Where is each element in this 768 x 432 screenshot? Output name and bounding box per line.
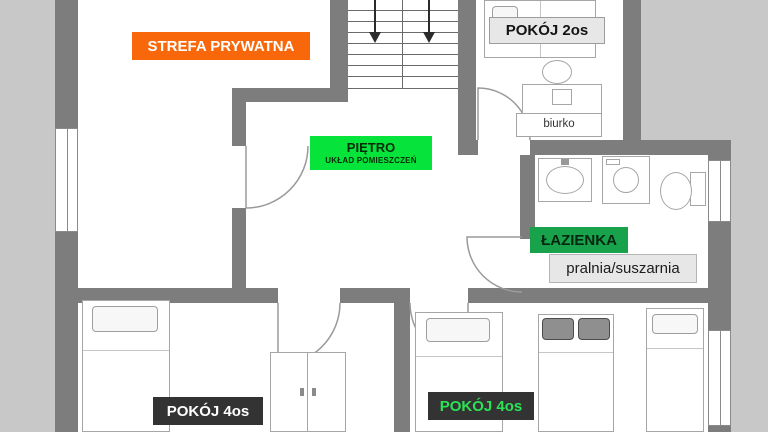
window-right-lower: [708, 330, 731, 426]
wall-top-mid-left: [458, 140, 478, 155]
pillow: [578, 318, 610, 340]
pillow: [542, 318, 574, 340]
wall-stairs-right: [458, 0, 476, 155]
label-strefa-prywatna: STREFA PRYWATNA: [132, 32, 310, 60]
stair-tread: [348, 76, 458, 77]
washer-drum: [613, 167, 639, 193]
stair-arrow-shaft: [428, 0, 430, 33]
stair-tread: [348, 21, 458, 22]
desk-monitor: [552, 89, 572, 105]
blanket-fold: [539, 352, 613, 353]
stair-tread: [348, 32, 458, 33]
wardrobe: [270, 352, 346, 432]
desk-chair: [542, 60, 572, 84]
toilet-tank: [690, 172, 706, 206]
badge-pietro-title: PIĘTRO: [346, 139, 396, 155]
stair-down-arrow-icon: [369, 32, 381, 43]
badge-pietro: PIĘTRO UKŁAD POMIESZCZEŃ: [310, 136, 432, 170]
wall-mid-left: [55, 288, 278, 303]
window-pane: [719, 161, 721, 221]
wardrobe-divider: [307, 353, 308, 431]
label-lazienka: ŁAZIENKA: [530, 227, 628, 253]
door-arc-private-zone: [245, 145, 309, 209]
window-pane: [719, 331, 721, 425]
stair-tread: [348, 43, 458, 44]
window-pane: [66, 129, 68, 231]
label-pokoj-4os-left: POKÓJ 4os: [153, 397, 263, 425]
sink-faucet: [561, 159, 569, 165]
staircase: [348, 0, 458, 92]
blanket-fold: [647, 348, 703, 349]
window-left: [55, 128, 78, 232]
door-arc-bathroom: [466, 236, 523, 293]
badge-pietro-subtitle: UKŁAD POMIESZCZEŃ: [325, 155, 417, 165]
exterior-notch: [641, 0, 731, 140]
pillow: [92, 306, 158, 332]
stair-tread: [348, 10, 458, 11]
blanket-fold: [83, 350, 169, 351]
sink-basin: [546, 166, 584, 194]
stair-arrow-shaft: [374, 0, 376, 33]
wall-private-door-jamb-top: [232, 88, 246, 146]
wall-private-room-bottom: [232, 88, 348, 102]
pillow: [652, 314, 698, 334]
wall-bedroom2-right-exterior: [623, 0, 641, 148]
label-biurko: biurko: [516, 113, 602, 137]
toilet-bowl: [660, 172, 692, 210]
label-pokoj-2os: POKÓJ 2os: [489, 17, 605, 44]
wardrobe-knob: [300, 388, 304, 396]
wardrobe-knob: [312, 388, 316, 396]
blanket-fold: [416, 356, 502, 357]
wall-mid-right: [468, 288, 731, 303]
wall-bedrooms-divider: [394, 303, 410, 432]
label-pralnia-suszarnia: pralnia/suszarnia: [549, 254, 697, 283]
stair-tread: [348, 88, 458, 89]
washer-panel: [606, 159, 620, 165]
stair-down-arrow-icon: [423, 32, 435, 43]
wall-mid-center: [340, 288, 410, 303]
stair-tread: [348, 65, 458, 66]
wall-top-mid-right: [530, 140, 731, 155]
window-right-upper: [708, 160, 731, 222]
wall-bathroom-left: [520, 155, 535, 239]
label-pokoj-4os-right: POKÓJ 4os: [428, 392, 534, 420]
wall-private-door-jamb-bottom: [232, 208, 246, 303]
stair-tread: [348, 54, 458, 55]
wall-stairs-left: [330, 0, 348, 102]
stair-center-divider: [402, 0, 403, 88]
pillow: [426, 318, 490, 342]
